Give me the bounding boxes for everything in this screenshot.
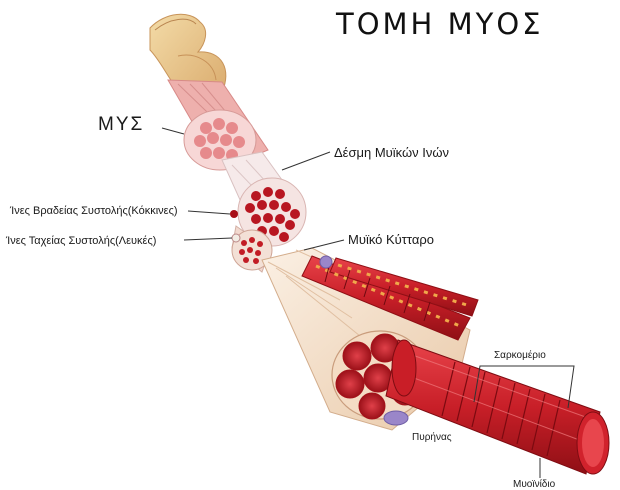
leader-muscle [162, 128, 184, 134]
leader-muscle-cell [304, 240, 344, 250]
label-fast-fibers: Ίνες Ταχείας Συστολής(Λευκές) [5, 235, 156, 247]
leader-fiber-bundle [282, 152, 330, 170]
label-fiber-bundle: Δέσμη Μυϊκών Ινών [334, 145, 449, 160]
leader-fast-fibers [184, 238, 232, 240]
label-slow-fibers: Ίνες Βραδείας Συστολής(Κόκκινες) [9, 205, 178, 217]
nucleus-shape [384, 411, 408, 425]
diagram-title: ΤΟΜΗ ΜΥΟΣ [335, 7, 543, 41]
label-sarcomere: Σαρκομέριο [494, 349, 546, 361]
label-myofibril: Μυοϊνίδιο [513, 478, 556, 490]
label-muscle: ΜΥΣ [98, 114, 144, 135]
label-nucleus: Πυρήνας [412, 431, 452, 443]
leader-slow-fibers [188, 211, 230, 214]
label-muscle-cell: Μυϊκό Κύτταρο [348, 232, 434, 247]
